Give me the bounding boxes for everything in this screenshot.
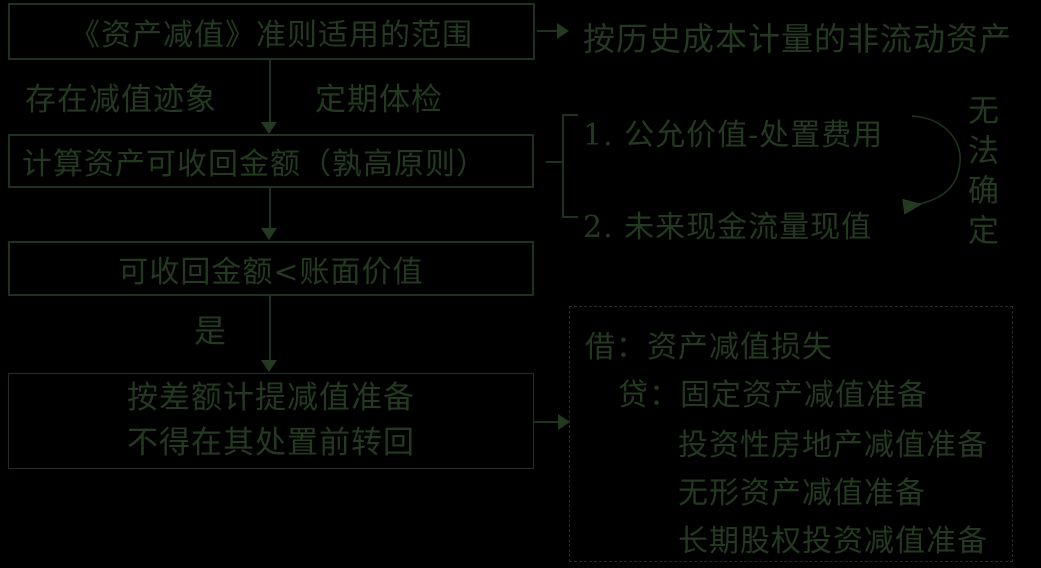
down-arrow-2-line bbox=[269, 188, 271, 228]
down-arrow-1-line bbox=[269, 59, 271, 122]
fallback-vertical-label: 无法确定 bbox=[962, 94, 998, 254]
method1-label: 1. 公允价值-处置费用 bbox=[583, 118, 884, 153]
scope-box: 《资产减值》准则适用的范围 bbox=[8, 3, 535, 60]
compare-box: 可收回金额<账面价值 bbox=[8, 241, 534, 296]
compare-box-label: 可收回金额<账面价值 bbox=[118, 254, 424, 290]
impairment-indication-label: 存在减值迹象 bbox=[25, 82, 217, 118]
down-arrow-3-icon bbox=[261, 360, 277, 372]
journal-line-credit-3: 无形资产减值准备 bbox=[678, 476, 926, 511]
journal-line-credit-4: 长期股权投资减值准备 bbox=[678, 524, 988, 559]
journal-line-credit-1: 贷：固定资产减值准备 bbox=[618, 378, 928, 413]
journal-entry-box bbox=[569, 306, 1013, 562]
yes-label: 是 bbox=[194, 312, 228, 350]
bracket-top-arm bbox=[562, 114, 578, 116]
recoverable-amount-box: 计算资产可收回金额（孰高原则） bbox=[8, 134, 534, 188]
journal-line-credit-2: 投资性房地产减值准备 bbox=[678, 428, 988, 463]
bracket-stub-line bbox=[546, 161, 563, 163]
journal-line-debit: 借：资产减值损失 bbox=[585, 330, 833, 365]
bracket-bottom-arm bbox=[562, 216, 578, 218]
periodic-check-label: 定期体检 bbox=[315, 82, 443, 118]
down-arrow-2-icon bbox=[261, 228, 277, 240]
provision-line2: 不得在其处置前转回 bbox=[127, 425, 415, 461]
down-arrow-3-line bbox=[269, 296, 271, 360]
right-arrow-1-line bbox=[537, 30, 557, 32]
down-arrow-1-icon bbox=[261, 122, 277, 134]
scope-target-label: 按历史成本计量的非流动资产 bbox=[583, 20, 1013, 58]
scope-box-label: 《资产减值》准则适用的范围 bbox=[70, 17, 473, 53]
provision-box: 按差额计提减值准备 不得在其处置前转回 bbox=[8, 373, 534, 469]
curved-fallback-arrow-icon bbox=[902, 115, 961, 215]
right-arrow-2-line bbox=[533, 421, 558, 423]
provision-line1: 按差额计提减值准备 bbox=[127, 380, 415, 416]
right-arrow-1-icon bbox=[557, 23, 569, 39]
bracket-vertical-line bbox=[562, 114, 564, 218]
recoverable-amount-label: 计算资产可收回金额（孰高原则） bbox=[22, 147, 487, 182]
method2-label: 2. 未来现金流量现值 bbox=[583, 210, 873, 245]
right-arrow-2-icon bbox=[558, 414, 570, 430]
